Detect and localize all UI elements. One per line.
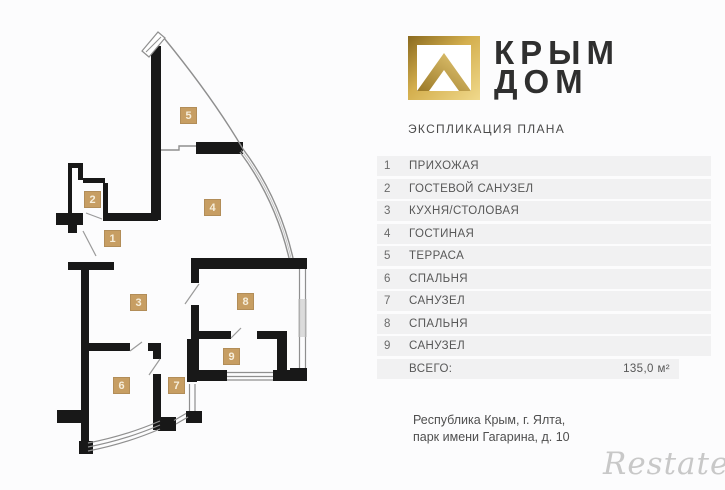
table-row: 1 ПРИХОЖАЯ (377, 156, 711, 176)
address-block: Республика Крым, г. Ялта, парк имени Гаг… (413, 412, 570, 446)
curved-facade-windows (163, 37, 294, 259)
room-label-7: 7 (168, 377, 185, 394)
row-name: КУХНЯ/СТОЛОВАЯ (409, 205, 520, 217)
row-number: 7 (384, 295, 391, 307)
total-area-value: 135,0 м² (623, 362, 670, 375)
room-label-2: 2 (84, 191, 101, 208)
room-label-3: 3 (130, 294, 147, 311)
table-row: 4 ГОСТИНАЯ (377, 223, 711, 244)
explication-table: 1 ПРИХОЖАЯ 2 ГОСТЕВОЙ САНУЗЕЛ 3 КУХНЯ/СТ… (377, 156, 711, 379)
room-label-4: 4 (204, 199, 221, 216)
row-number: 2 (384, 182, 391, 195)
room-label-8: 8 (237, 293, 254, 310)
row-name: ГОСТЕВОЙ САНУЗЕЛ (409, 182, 534, 195)
krym-dom-logo-icon (408, 36, 480, 100)
room-label-5: 5 (180, 107, 197, 124)
logo-line2: ДОМ (494, 63, 589, 100)
table-total-row: ВСЕГО: 135,0 м² (377, 358, 679, 379)
address-line1: Республика Крым, г. Ялта, (413, 413, 566, 427)
table-row: 9 САНУЗЕЛ (377, 336, 711, 356)
row-number: 4 (384, 227, 391, 240)
terrace-parapet (161, 145, 196, 151)
table-row: 8 СПАЛЬНЯ (377, 313, 711, 334)
room-label-1: 1 (104, 230, 121, 247)
row-name: СПАЛЬНЯ (409, 272, 468, 285)
row-number: 6 (384, 272, 391, 285)
door-leaves-group (82, 212, 242, 376)
row-name: САНУЗЕЛ (409, 340, 466, 352)
logo-line1: КРЫМ (494, 34, 620, 71)
row-name: САНУЗЕЛ (409, 295, 466, 307)
address-line2: парк имени Гагарина, д. 10 (413, 430, 570, 444)
table-row: 5 ТЕРРАСА (377, 246, 711, 266)
floor-plan (56, 31, 307, 454)
row-number: 5 (384, 250, 391, 262)
table-row: 2 ГОСТЕВОЙ САНУЗЕЛ (377, 178, 711, 199)
logo-text: КРЫМ ДОМ (494, 34, 620, 100)
windows-group (87, 269, 307, 452)
row-name: ГОСТИНАЯ (409, 227, 475, 240)
top-window-segment (141, 31, 166, 58)
restate-watermark: Restate (603, 446, 725, 482)
row-number: 1 (384, 160, 391, 172)
total-label: ВСЕГО: (409, 362, 453, 375)
row-number: 3 (384, 205, 391, 217)
table-row: 3 КУХНЯ/СТОЛОВАЯ (377, 201, 711, 221)
table-row: 6 СПАЛЬНЯ (377, 268, 711, 289)
room-label-6: 6 (113, 377, 130, 394)
row-number: 9 (384, 340, 391, 352)
row-name: ПРИХОЖАЯ (409, 160, 479, 172)
walls-group (56, 46, 307, 454)
row-name: СПАЛЬНЯ (409, 317, 468, 330)
row-number: 8 (384, 317, 391, 330)
table-row: 7 САНУЗЕЛ (377, 291, 711, 311)
explication-title: ЭКСПЛИКАЦИЯ ПЛАНА (408, 122, 566, 136)
row-name: ТЕРРАСА (409, 250, 465, 262)
room-label-9: 9 (223, 348, 240, 365)
